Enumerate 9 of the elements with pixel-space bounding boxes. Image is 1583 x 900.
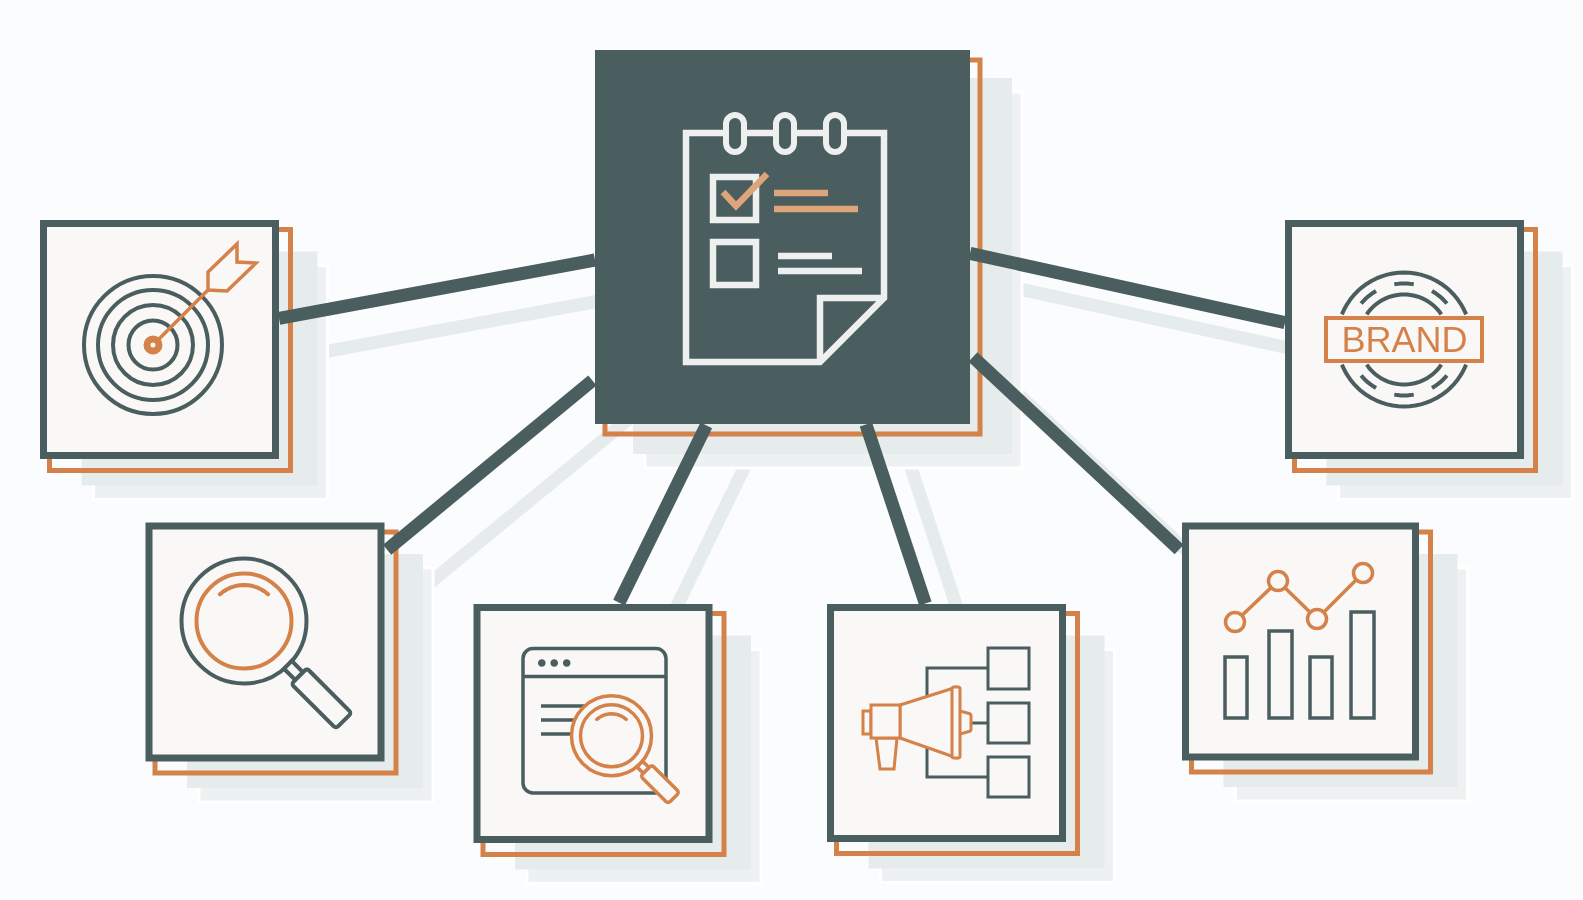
connector-line <box>277 253 597 325</box>
icon-card: BRAND <box>1285 220 1538 473</box>
connector-line <box>968 352 1184 555</box>
icon-card <box>595 50 983 437</box>
connector-line <box>859 422 932 606</box>
connector-line <box>383 375 597 555</box>
icon-card <box>1182 522 1433 775</box>
connector-line <box>613 422 713 606</box>
connector-line <box>968 247 1287 330</box>
